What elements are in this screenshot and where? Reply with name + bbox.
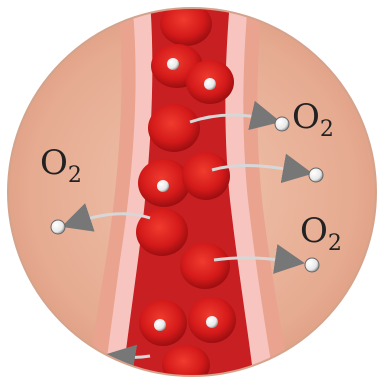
oxygen-molecule-icon [305,258,319,272]
diffusion-arrow-icon [114,356,150,358]
oxygen-molecule-icon [157,180,169,192]
red-blood-cell-icon [180,243,230,289]
oxygen-molecule-icon [51,220,65,234]
oxygen-molecule-icon [167,58,179,70]
oxygen-molecule-icon [206,316,218,328]
red-blood-cell-icon [182,152,230,200]
oxygen-molecule-icon [309,168,323,182]
oxygen-molecule-icon [154,319,166,331]
red-blood-cell-icon [148,104,200,152]
oxygen-molecule-icon [275,117,289,131]
oxygen-molecule-icon [204,78,216,90]
